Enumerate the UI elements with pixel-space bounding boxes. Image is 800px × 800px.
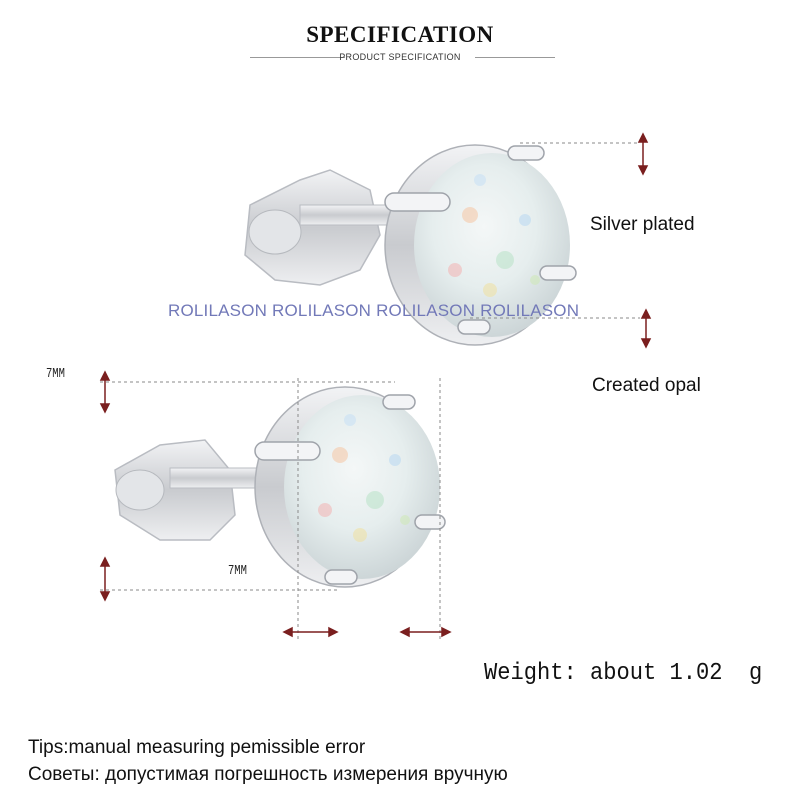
opal-bottom — [284, 395, 440, 579]
tip-english: Tips:manual measuring pemissible error — [28, 737, 366, 758]
dimension-guides — [100, 142, 640, 640]
stone-label: Created opal — [592, 375, 701, 396]
dimension-arrows — [99, 132, 652, 638]
subtitle-rule-left — [250, 57, 345, 58]
height-dimension-label: 7MM — [46, 366, 65, 382]
earring-back-top — [244, 169, 381, 286]
opal-sparkles-bottom — [318, 414, 410, 542]
page-title: SPECIFICATION — [306, 22, 494, 47]
subtitle-rule-right — [475, 57, 555, 58]
watermark-text: ROLILASON ROLILASON ROLILASON ROLILASON — [168, 301, 580, 320]
earring-back-bottom — [114, 439, 236, 541]
earring-bottom — [114, 386, 446, 588]
material-label: Silver plated — [590, 214, 695, 235]
opal-sparkles-top — [448, 174, 540, 297]
page-subtitle: PRODUCT SPECIFICATION — [339, 52, 461, 62]
prongs-top — [384, 145, 577, 335]
prongs-bottom — [254, 394, 446, 585]
weight-text: Weight: about 1.02 g — [484, 660, 763, 687]
width-dimension-label: 7MM — [228, 563, 247, 579]
earring-top — [244, 144, 577, 346]
tip-russian: Советы: допустимая погрешность измерения… — [28, 764, 508, 785]
earring-back-hole-bottom — [115, 469, 165, 511]
earring-back-hole-top — [248, 209, 302, 255]
opal-top — [414, 153, 570, 337]
